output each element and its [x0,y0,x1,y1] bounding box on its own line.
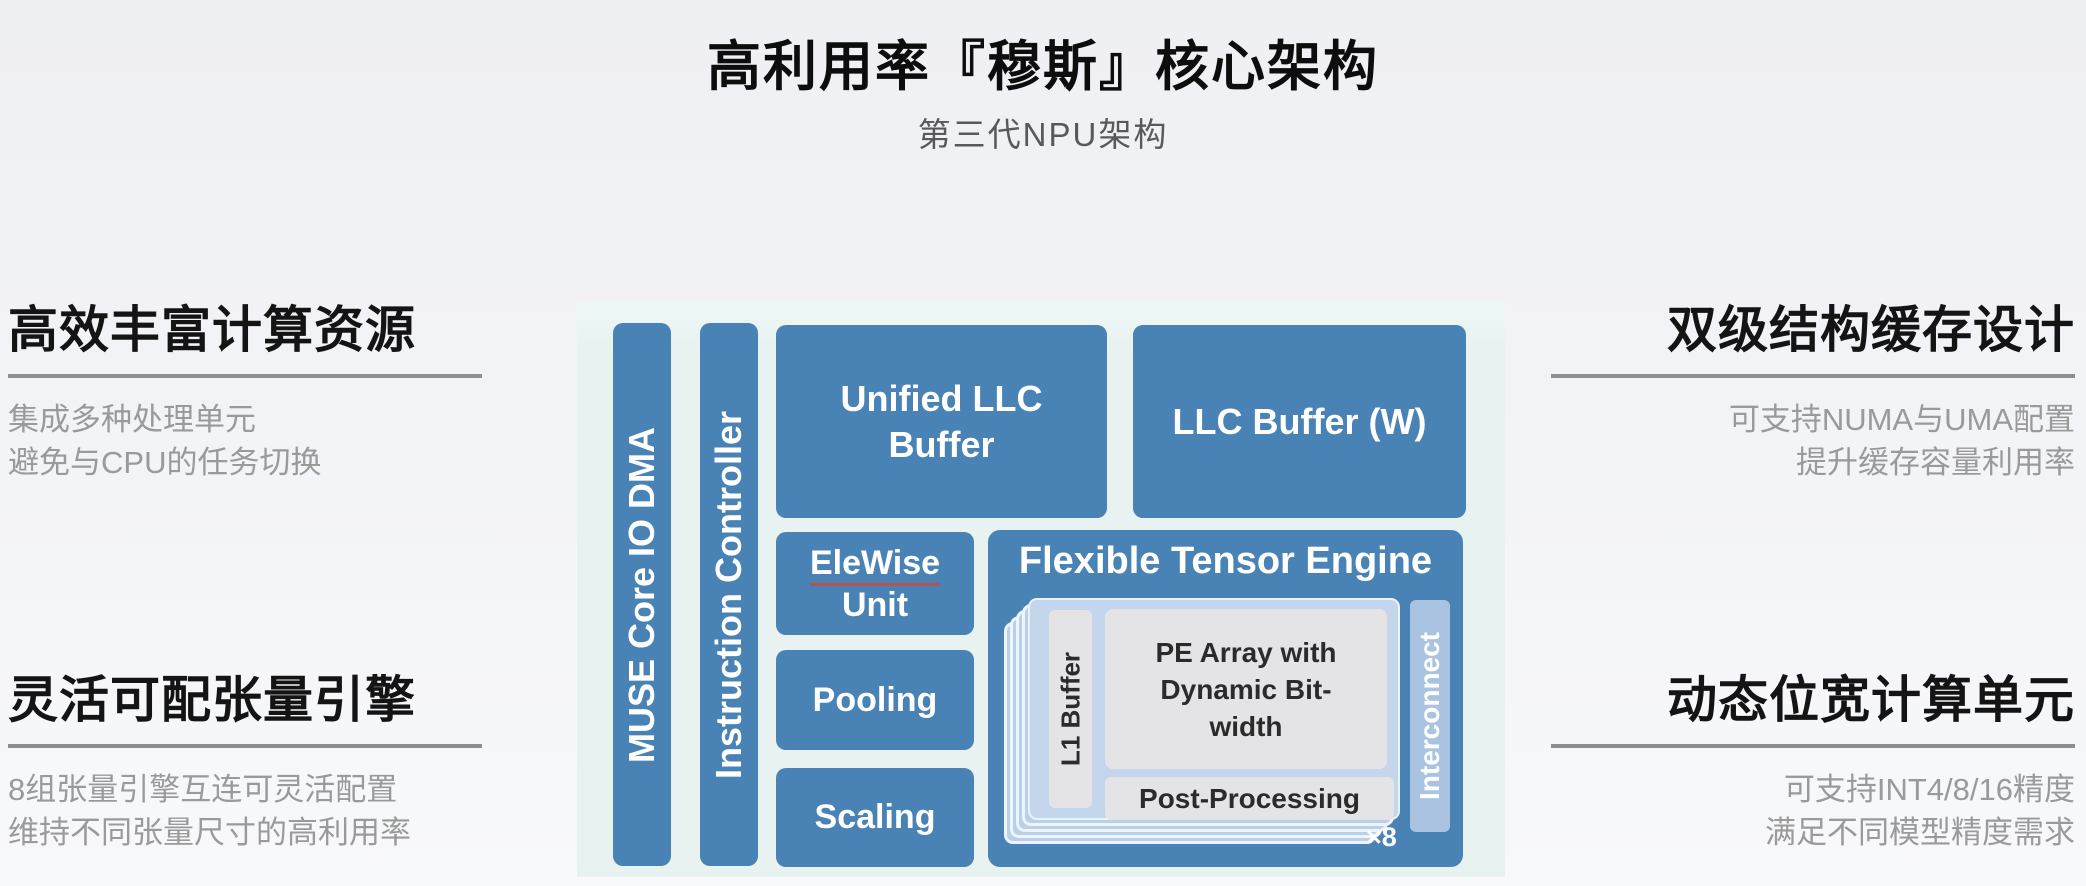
block-flexible-tensor-engine: Flexible Tensor Engine Interconnect L1 B… [988,530,1463,867]
block-label-line: Unified LLC [840,377,1043,419]
feature-heading: 动态位宽计算单元 [1667,672,2075,728]
block-label: Pooling [812,680,938,719]
feature-line: 可支持NUMA与UMA配置 [1728,402,2075,437]
block-label: MUSE Core IO DMA [621,426,662,763]
block-l1-buffer: L1 Buffer [1049,610,1092,808]
feature-compute-resources: 高效丰富计算资源 集成多种处理单元 避免与CPU的任务切换 [8,300,482,484]
page-title: 高利用率『穆斯』核心架构 [707,37,1379,97]
block-label-line: PE Array with [1155,636,1337,668]
block-interconnect: Interconnect [1410,600,1450,832]
times-eight-label: ×8 [1366,822,1397,852]
feature-dynamic-bitwidth: 动态位宽计算单元 可支持INT4/8/16精度 满足不同模型精度需求 [1551,670,2075,854]
block-instruction-controller: Instruction Controller [700,323,758,866]
block-scaling: Scaling [776,768,974,867]
block-label: Scaling [814,798,936,836]
divider [1551,744,2075,748]
block-post-processing: Post-Processing [1105,777,1394,820]
block-label-line: Unit [841,585,909,624]
block-label: Post-Processing [1139,782,1360,814]
feature-cache-design: 双级结构缓存设计 可支持NUMA与UMA配置 提升缓存容量利用率 [1551,300,2075,484]
block-label: LLC Buffer (W) [1172,400,1427,442]
divider [1551,374,2075,378]
feature-line: 避免与CPU的任务切换 [8,445,322,480]
block-label-line: EleWise [809,543,941,586]
block-label: L1 Buffer [1055,651,1085,767]
block-label-line: width [1209,710,1283,742]
feature-heading: 高效丰富计算资源 [8,302,416,358]
divider [8,744,482,748]
block-label: Instruction Controller [708,410,749,779]
block-pooling: Pooling [776,650,974,750]
npu-architecture-panel: MUSE Core IO DMA Instruction Controller … [577,300,1505,877]
tensor-engine-card-stack: L1 Buffer PE Array with Dynamic Bit- wid… [1004,598,1400,844]
block-label-line: Buffer [888,423,995,465]
feature-line: 可支持INT4/8/16精度 [1783,772,2075,807]
feature-heading: 双级结构缓存设计 [1667,302,2075,358]
feature-line: 提升缓存容量利用率 [1796,445,2075,480]
fte-title: Flexible Tensor Engine [1018,540,1433,582]
block-llc-buffer-w: LLC Buffer (W) [1133,325,1466,518]
feature-line: 维持不同张量尺寸的高利用率 [8,815,411,850]
feature-tensor-engine: 灵活可配张量引擎 8组张量引擎互连可灵活配置 维持不同张量尺寸的高利用率 [8,670,482,854]
block-label-line: Dynamic Bit- [1160,673,1332,705]
tensor-engine-card: L1 Buffer PE Array with Dynamic Bit- wid… [1028,598,1400,820]
block-unified-llc-buffer: Unified LLC Buffer [776,325,1107,518]
feature-line: 满足不同模型精度需求 [1765,815,2075,850]
feature-line: 集成多种处理单元 [8,402,256,437]
block-muse-core-io-dma: MUSE Core IO DMA [613,323,671,866]
block-label: Interconnect [1414,631,1445,801]
divider [8,374,482,378]
page-subtitle: 第三代NPU架构 [917,116,1169,153]
block-pe-array: PE Array with Dynamic Bit- width [1105,609,1387,769]
feature-heading: 灵活可配张量引擎 [8,672,416,728]
feature-line: 8组张量引擎互连可灵活配置 [8,772,398,807]
block-elewise-unit: EleWise Unit [776,532,974,635]
